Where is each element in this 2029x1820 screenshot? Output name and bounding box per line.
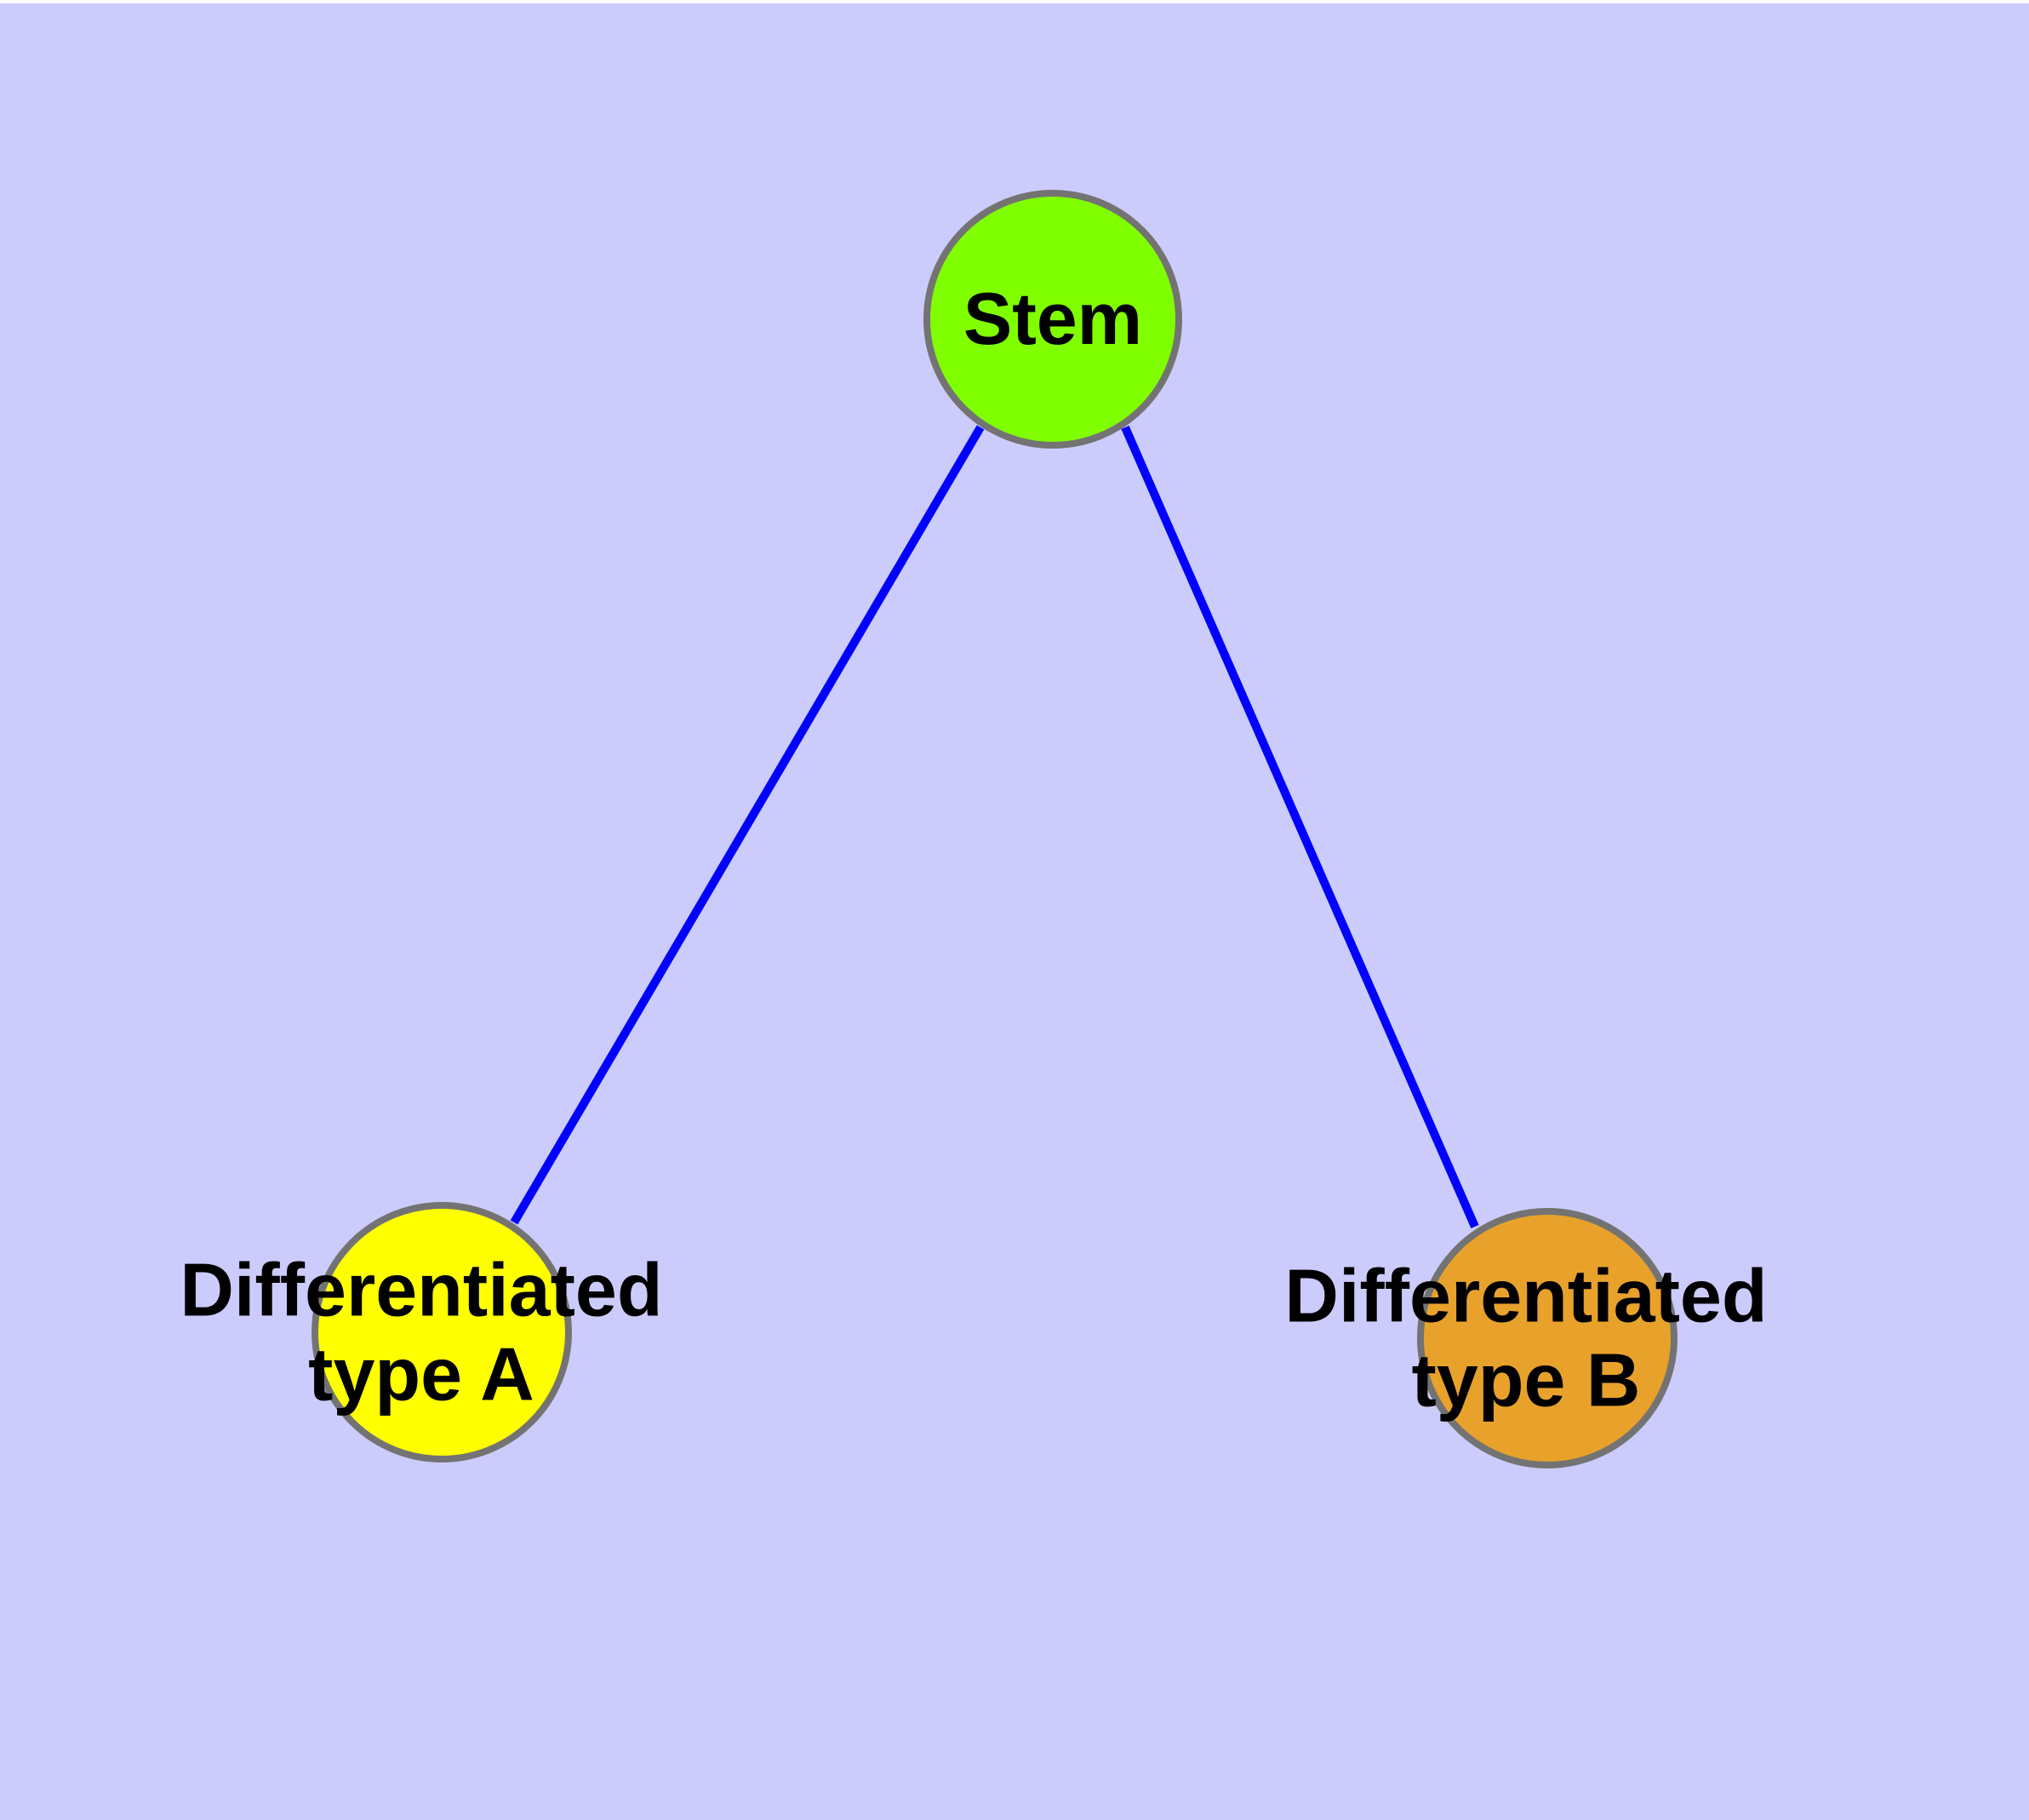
node-stem[interactable] [923,190,1182,449]
edge-stem-to-differentiated-type-b [1121,425,1479,1229]
node-differentiated-type-a[interactable] [311,1202,572,1462]
node-differentiated-type-b[interactable] [1417,1208,1677,1468]
edge-stem-to-differentiated-type-a [510,425,985,1225]
node-layer [311,190,1677,1468]
edge-layer [510,425,1479,1229]
